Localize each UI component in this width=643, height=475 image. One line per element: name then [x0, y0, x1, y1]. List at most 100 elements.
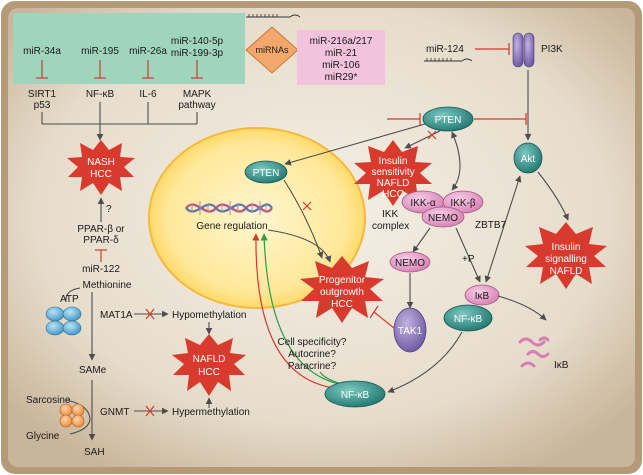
akt-ikb-arrow — [484, 175, 522, 283]
il6-label: IL-6 — [139, 89, 157, 100]
insulin-sensitivity-text3: NAFLD — [377, 178, 410, 189]
nafld-hcc-text2: HCC — [198, 367, 220, 378]
akt-label: Akt — [521, 154, 536, 165]
ikka-label: IKK-α — [410, 198, 435, 209]
pten-nucleus-label: PTEN — [253, 168, 280, 179]
mat1a-label: MAT1A — [100, 310, 133, 321]
mir29-label: miR29* — [325, 72, 358, 83]
nucleus — [148, 127, 366, 309]
ikb-label: IκB — [475, 291, 490, 302]
progenitor-text2: outgrowth — [320, 287, 364, 298]
pten-nucleus-block-cross — [302, 201, 312, 211]
nemo-label: NEMO — [395, 258, 425, 269]
mir21-label: miR-21 — [325, 48, 358, 59]
insulin-sensitivity-text2: sensitivity — [371, 167, 414, 178]
pten-inhibits-pi3k-akt — [474, 113, 527, 125]
tak1-node — [393, 307, 427, 353]
mir124-label: miR-124 — [426, 44, 464, 55]
mirna-strand-icon — [246, 14, 301, 18]
gene-regulation-label: Gene regulation — [196, 221, 267, 232]
mir199-label: miR-199-3p — [171, 48, 224, 59]
mapk-pathway-label: pathway — [178, 100, 215, 111]
ikb-degraded-fragments-icon — [518, 336, 550, 368]
ppar-label2: PPAR-δ — [83, 235, 119, 246]
mirna-group1-inhibition-bars — [36, 60, 203, 79]
mirna-diamond-label: miRNAs — [256, 45, 289, 55]
mirna-group2-box — [297, 30, 385, 85]
nfkb-right-node — [443, 304, 493, 332]
ikkb-label: IKK-β — [450, 198, 475, 209]
mir124-strand-icon — [424, 58, 473, 62]
tak1-inhibits-progenitor — [369, 305, 395, 329]
ikb-node — [464, 284, 500, 306]
sirt1-label: SIRT1 — [28, 89, 57, 100]
ikk-to-nemo-arrow — [412, 227, 431, 253]
gnmt-enzyme-icon — [59, 403, 85, 428]
nfkb-bottom-label: NF-κB — [341, 390, 370, 401]
mirna-diamond — [245, 26, 299, 74]
dna-helix-icon — [185, 201, 273, 215]
paracrine-label: Paracrine? — [288, 361, 337, 372]
gnmt-block-cross — [145, 405, 155, 417]
glycine-label: Glycine — [26, 431, 60, 442]
mirna-group1-box — [13, 13, 245, 84]
insulin-sensitivity-text1: Insulin — [379, 156, 408, 167]
pten-insulin-block-cross — [427, 130, 437, 140]
insulin-sensitivity-text4: HCC — [382, 189, 404, 200]
hypomethylation-label: Hypomethylation — [172, 310, 246, 321]
pten-ikk-arrow — [451, 131, 461, 191]
mir195-label: miR-195 — [81, 46, 119, 57]
insulin-signalling-text2: signalling — [545, 254, 587, 265]
progenitor-text1: Progenitor — [319, 275, 366, 286]
gnmt-label: GNMT — [100, 407, 129, 418]
mat1a-block-cross — [145, 308, 155, 320]
mir106-label: miR-106 — [322, 60, 360, 71]
targets-bracket — [41, 102, 198, 141]
pten-to-nucleus-arrow — [284, 123, 426, 166]
nafld-hcc-burst — [172, 334, 246, 396]
nfkb-target-label: NF-κB — [86, 89, 115, 100]
nfkb-right-label: NF-κB — [454, 314, 483, 325]
mapk-label: MAPK — [183, 89, 212, 100]
ikk-complex-label2: complex — [372, 221, 409, 232]
insulin-signalling-burst — [525, 222, 607, 289]
progenitor-outgrowth-burst — [300, 256, 384, 323]
pten-nucleus-to-progenitor-arrow — [283, 179, 324, 259]
insulin-signalling-text1: Insulin — [552, 242, 581, 253]
pten-label: PTEN — [435, 115, 462, 126]
nash-hcc-burst — [67, 140, 135, 195]
nemo-complex-node — [421, 206, 465, 228]
mir122-inhibition — [95, 249, 107, 262]
nemo-node — [389, 251, 431, 273]
mirna-group2-inhibits-pten — [387, 113, 421, 125]
methionine-curve — [65, 287, 81, 301]
mir124-inhibits-pi3k — [475, 43, 510, 55]
akt-node — [513, 142, 543, 174]
mir34a-label: miR-34a — [23, 46, 61, 57]
ikb-degradation-arrow — [497, 295, 547, 321]
ppar-question-mark: ? — [106, 204, 112, 215]
methionine-label: Methionine — [83, 280, 132, 291]
autocrine-label: Autocrine? — [288, 349, 336, 360]
ikb-degraded-label: IκB — [554, 360, 569, 371]
ikk-to-ikb-arrow — [455, 227, 481, 283]
ikk-complex-label1: IKK — [382, 209, 398, 220]
progenitor-text3: HCC — [331, 299, 353, 310]
same-label: SAMe — [79, 365, 107, 376]
mir26a-label: miR-26a — [129, 46, 167, 57]
akt-to-insulin-signalling-arrow — [537, 171, 569, 221]
nash-hcc-text1: NASH — [87, 157, 115, 168]
pi3k-label: PI3K — [541, 44, 563, 55]
pi3k-receptor-icon — [512, 32, 535, 68]
mir140-label: miR-140-5p — [171, 36, 224, 47]
paracrine-red-arrow — [252, 233, 335, 389]
mir216-label: miR-216a/217 — [310, 36, 373, 47]
nafld-hcc-text1: NAFLD — [193, 354, 226, 365]
ikkb-node — [442, 190, 484, 214]
p53-label: p53 — [34, 100, 51, 111]
pten-node — [422, 106, 474, 132]
mat1a-enzyme-icon — [45, 306, 82, 336]
tak1-label: TAK1 — [398, 326, 423, 337]
hypermethylation-label: Hypermethylation — [172, 407, 250, 418]
